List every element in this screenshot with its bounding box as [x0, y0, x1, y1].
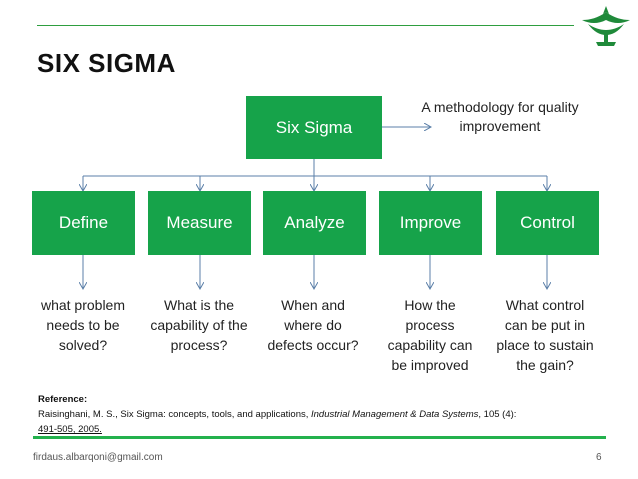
- measure-question: What is the capability of the process?: [150, 297, 248, 353]
- improve-box: Improve: [379, 191, 482, 255]
- define-question: what problem needs to be solved?: [40, 297, 126, 353]
- reference-pages: 491-505, 2005.: [38, 424, 102, 435]
- header-rule: [37, 25, 574, 26]
- measure-box: Measure: [148, 191, 251, 255]
- control-question: What control can be put in place to sust…: [496, 297, 594, 373]
- reference-heading: Reference:: [38, 394, 88, 405]
- page-title: SIX SIGMA: [37, 48, 176, 78]
- methodology-note: A methodology for quality improvement: [421, 99, 579, 134]
- six-sigma-box: Six Sigma: [246, 96, 382, 159]
- reference-authors: Raisinghani, M. S., Six Sigma: concepts,…: [38, 409, 311, 420]
- reference-journal: Industrial Management & Data Systems: [311, 409, 479, 420]
- footer-email: firdaus.albarqoni@gmail.com: [33, 452, 163, 463]
- analyze-question: When and where do defects occur?: [267, 297, 359, 353]
- analyze-box: Analyze: [263, 191, 366, 255]
- define-box: Define: [32, 191, 135, 255]
- footer-rule: [33, 436, 606, 439]
- improve-question: How the process capability can be improv…: [387, 297, 473, 373]
- logo-emblem-icon: [582, 6, 630, 46]
- reference-block: Reference: Raisinghani, M. S., Six Sigma…: [38, 392, 598, 437]
- page-number: 6: [596, 452, 602, 463]
- control-box: Control: [496, 191, 599, 255]
- reference-volume: , 105 (4):: [478, 409, 517, 420]
